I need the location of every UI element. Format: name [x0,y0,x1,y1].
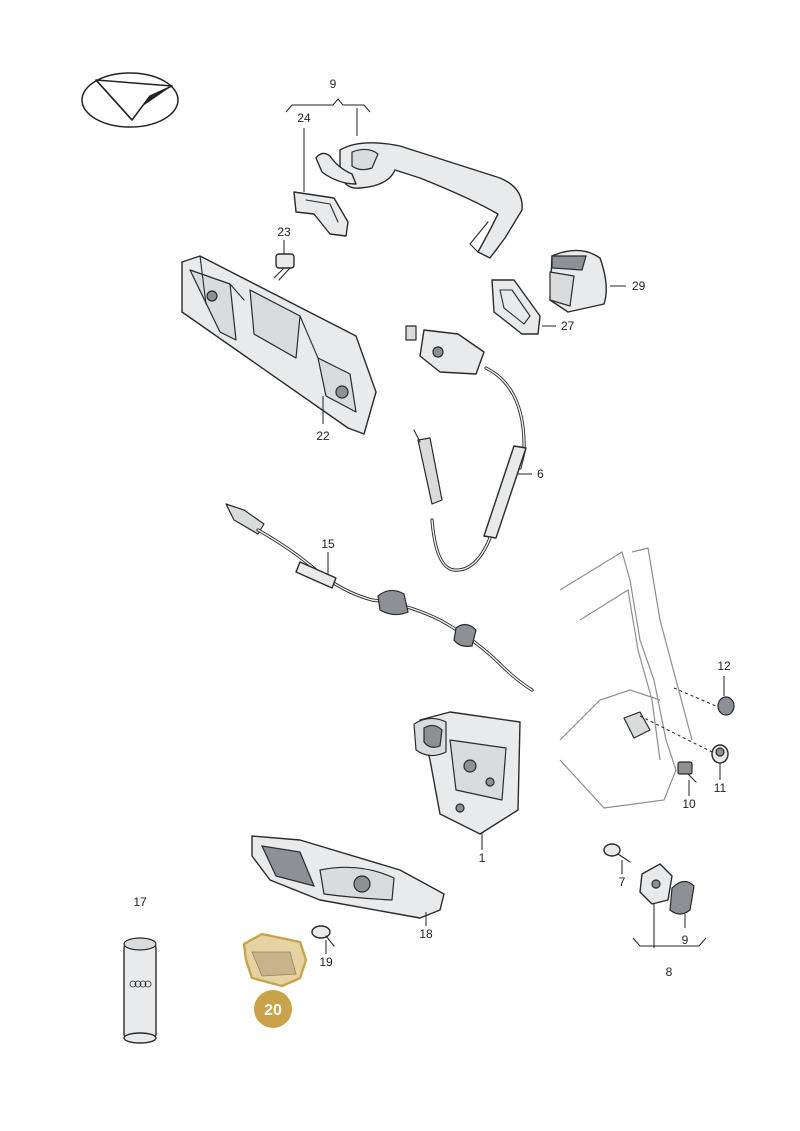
callout-29: 29 [610,279,646,293]
callout-25: 9 [285,77,371,136]
callout-20-highlight[interactable]: 20 [254,990,292,1028]
callout-label: 29 [632,279,646,293]
handle-carrier-bracket-part[interactable] [181,255,377,435]
callout-label: 12 [717,659,731,673]
callout-15: 17 [133,895,147,909]
callout-7: 7 [619,860,626,889]
callout-label: 19 [319,955,333,969]
callout-22: 22 [316,396,330,443]
callout-label: 22 [316,429,330,443]
callout-label: 23 [277,225,291,239]
handle-gasket-part[interactable] [293,191,349,237]
bowden-cable-part[interactable] [405,325,527,572]
callout-label: 6 [537,467,544,481]
grease-tube-part[interactable] [123,937,157,1044]
callout-27: 27 [542,319,575,333]
plug-part[interactable] [717,696,735,716]
rings-logo-icon [129,980,152,988]
door-lock-part[interactable] [413,711,521,835]
callout-9: 9 [682,914,689,947]
callout-label: 18 [419,927,433,941]
callout-label: 10 [682,797,696,811]
screw-part[interactable] [273,253,295,281]
cap-part[interactable] [711,744,729,764]
plate-part[interactable] [669,880,695,915]
callout-1: 1 [479,832,486,865]
callout-label: 1 [479,851,486,865]
outer-door-handle-part[interactable] [315,142,523,259]
callout-18: 18 [419,912,433,941]
callout-19: 19 [319,940,333,969]
callout-label: 15 [321,537,335,551]
screw-part-19[interactable] [311,925,335,947]
handle-cap-part[interactable] [549,249,607,313]
callout-6: 6 [518,467,544,481]
callout-label: 27 [561,319,575,333]
callout-23: 23 [277,225,291,254]
callout-11: 11 [714,764,727,795]
cover-part[interactable] [242,932,308,988]
callout-24: 24 [297,111,311,192]
screw-part-7[interactable] [603,843,631,863]
bolt-part[interactable] [677,761,697,783]
callout-10: 10 [682,780,696,811]
callout-label: 11 [714,781,727,795]
brand-logo-icon [81,72,179,128]
interior-door-handle-part[interactable] [251,835,445,919]
callout-label: 20 [264,1002,282,1019]
door-body-outline [559,547,717,809]
release-cable-part[interactable] [225,503,534,692]
callout-label: 7 [619,875,626,889]
callout-label: 17 [133,895,147,909]
callout-label: 24 [297,111,311,125]
callout-label: 8 [666,965,673,979]
callout-label: 9 [330,77,337,91]
cap-gasket-part[interactable] [491,279,541,335]
callout-label: 9 [682,933,689,947]
striker-part[interactable] [639,863,673,905]
callout-8: 8 [632,904,707,979]
callout-17: 15 [321,537,335,574]
callout-12: 12 [717,659,731,696]
